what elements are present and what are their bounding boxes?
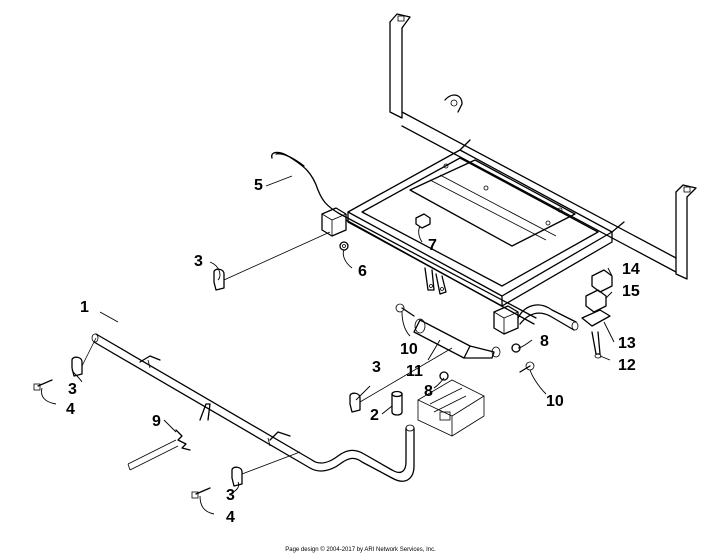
mount-bracket	[417, 379, 485, 437]
part-11-gas-spring	[413, 318, 501, 359]
part-2-pin	[391, 390, 403, 416]
callout-12: 12	[618, 357, 636, 374]
callout-15: 15	[622, 283, 640, 300]
leader-lines	[41, 175, 615, 515]
callout-4-screw-lower: 4	[226, 509, 235, 526]
part-1-seat-rail	[91, 333, 415, 482]
callout-3-clip-lower: 3	[226, 487, 235, 504]
callout-3-clip-left: 3	[68, 381, 77, 398]
part-9-spring	[127, 429, 191, 471]
copyright-footer: Page design © 2004-2017 by ARI Network S…	[285, 547, 436, 553]
callout-8-upper: 8	[540, 333, 549, 350]
callout-6: 6	[358, 263, 367, 280]
callout-labels: 1 2 3 3 3 3 4 4 5 6 7 8 8 9 10 10 11 12 …	[66, 177, 640, 526]
callout-5: 5	[254, 177, 263, 194]
callout-3-clip-right: 3	[372, 359, 381, 376]
callout-9: 9	[152, 413, 161, 430]
callout-4-screw-left: 4	[66, 401, 75, 418]
callout-3-clip-upper: 3	[194, 253, 203, 270]
callout-10-upper: 10	[400, 341, 418, 358]
callout-11: 11	[406, 363, 423, 380]
callout-10-lower: 10	[546, 393, 564, 410]
part-5-adjuster-handle	[271, 151, 579, 335]
callout-1: 1	[80, 299, 89, 316]
callout-8-lower: 8	[424, 383, 433, 400]
seat-frame	[347, 13, 697, 307]
latch-hardware	[581, 269, 613, 359]
callout-2: 2	[370, 407, 379, 424]
callout-7: 7	[428, 237, 437, 254]
callout-14: 14	[622, 261, 640, 278]
callout-13: 13	[618, 335, 636, 352]
part-3-clips	[71, 268, 361, 487]
